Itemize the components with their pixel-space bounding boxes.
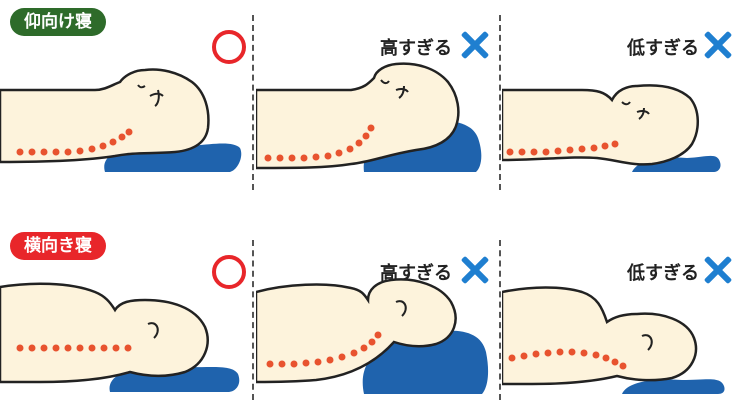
- side-correct-illustration: [0, 272, 250, 400]
- supine-too-low-illustration: [502, 60, 733, 185]
- bad-cross-icon: [460, 30, 490, 60]
- person-body: [502, 288, 696, 385]
- panel-label-too-low: 低すぎる: [627, 34, 699, 60]
- supine-correct-illustration: [0, 60, 250, 185]
- bad-cross-icon: [703, 30, 733, 60]
- side-too-high-illustration: [256, 272, 496, 400]
- panel-label-too-high: 高すぎる: [380, 34, 452, 60]
- divider: [252, 15, 254, 190]
- divider: [499, 240, 501, 400]
- section-label-supine: 仰向け寝: [10, 8, 106, 36]
- good-circle-icon: [212, 30, 246, 64]
- supine-too-high-illustration: [256, 60, 496, 185]
- divider: [499, 15, 501, 190]
- side-too-low-illustration: [502, 272, 733, 400]
- section-label-side: 横向き寝: [10, 232, 106, 260]
- pillow: [622, 379, 725, 394]
- person-body: [0, 284, 208, 382]
- divider: [252, 240, 254, 400]
